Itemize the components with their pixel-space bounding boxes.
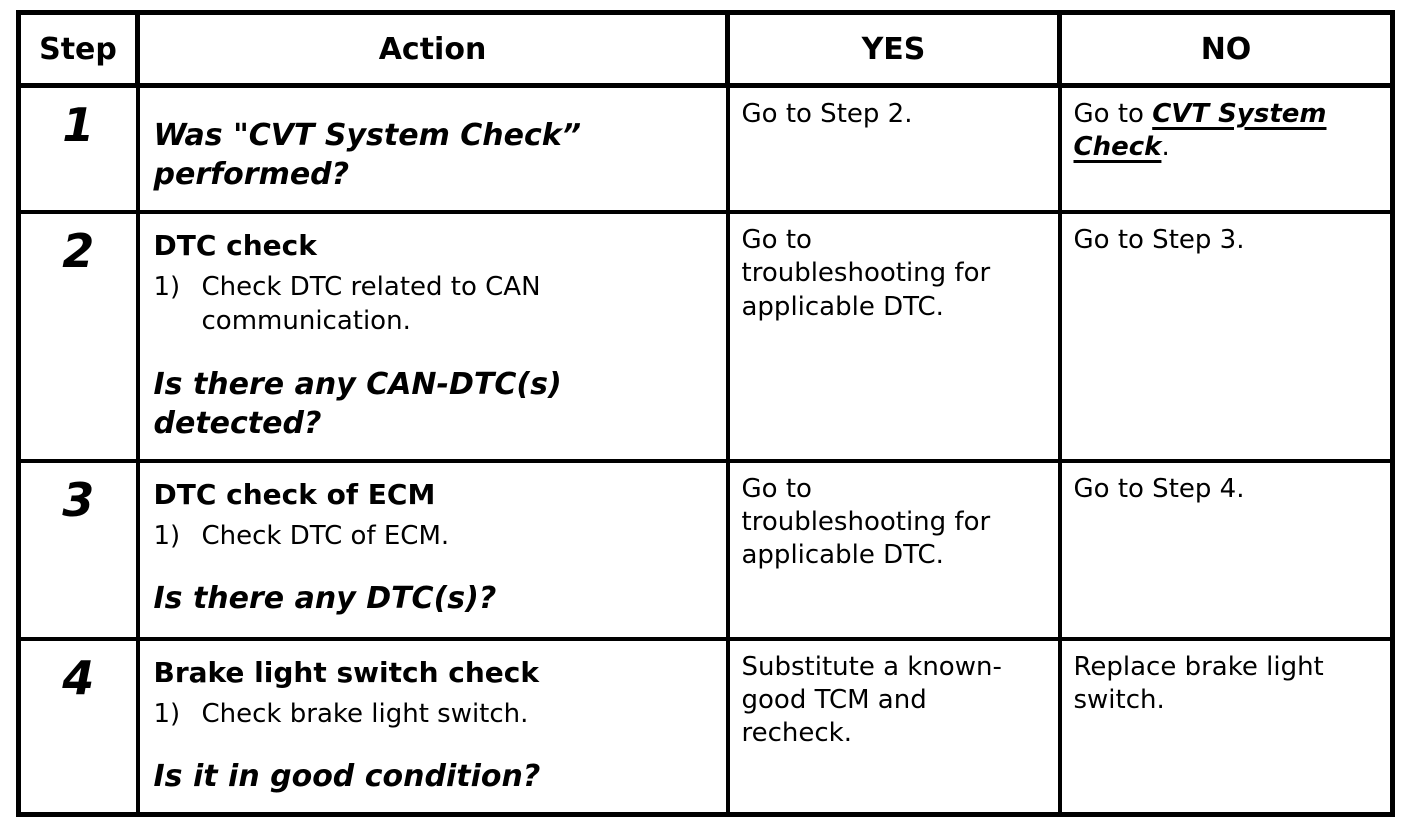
list-item-marker: 1) <box>153 698 181 729</box>
action-cell: DTC check 1) Check DTC related to CAN com… <box>135 210 730 463</box>
no-text: Go to Step 4. <box>1073 473 1245 504</box>
action-list-item: 1) Check brake light switch. <box>154 698 710 732</box>
no-text: Go to CVT System Check. <box>1074 98 1377 165</box>
list-item-text: Check DTC of ECM. <box>201 520 450 551</box>
table-row: 4 Brake light switch check 1) Check brake… <box>16 636 1395 817</box>
list-item-text: Check DTC related to CAN communication. <box>201 272 541 336</box>
action-title: DTC check <box>153 229 317 262</box>
header-no: NO <box>1057 10 1395 88</box>
header-action: Action <box>135 10 730 88</box>
table-row: 2 DTC check 1) Check DTC related to CAN c… <box>16 210 1395 463</box>
yes-text: Substitute a known- good TCM and recheck… <box>741 651 1002 749</box>
action-title: DTC check of ECM <box>153 477 436 511</box>
no-text-prefix: Go to <box>1073 99 1153 129</box>
header-step: Step <box>16 10 140 88</box>
table-row: 1 Was "CVT System Check” performed? Go t… <box>16 83 1395 214</box>
no-text: Go to Step 3. <box>1073 225 1245 255</box>
header-yes: YES <box>725 10 1062 88</box>
yes-cell: Go to troubleshooting for applicable DTC… <box>725 458 1062 641</box>
yes-text: Go to troubleshooting for applicable DTC… <box>741 473 991 571</box>
action-list-item: 1) Check DTC related to CAN communication… <box>154 271 710 339</box>
list-item-marker: 1) <box>153 520 181 551</box>
no-cell: Replace brake light switch. <box>1057 636 1395 817</box>
yes-cell: Substitute a known- good TCM and recheck… <box>725 636 1062 817</box>
step-number: 1 <box>16 83 140 214</box>
step-number: 4 <box>16 636 140 817</box>
yes-cell: Go to troubleshooting for applicable DTC… <box>725 210 1062 463</box>
step-number: 3 <box>16 458 140 641</box>
cvt-system-check-link[interactable]: CVT System Check <box>1073 99 1327 163</box>
action-cell: DTC check of ECM 1) Check DTC of ECM. Is … <box>135 458 730 641</box>
action-question: Was "CVT System Check” performed? <box>153 118 582 192</box>
no-cell: Go to Step 4. <box>1057 458 1395 641</box>
action-question: Is there any CAN-DTC(s) detected? <box>153 366 562 441</box>
table-row: 3 DTC check of ECM 1) Check DTC of ECM. I… <box>16 458 1395 641</box>
yes-text: Go to troubleshooting for applicable DTC… <box>741 225 991 322</box>
list-item-marker: 1) <box>153 272 181 302</box>
yes-cell: Go to Step 2. <box>725 83 1062 214</box>
action-list-item: 1) Check DTC of ECM. <box>154 520 710 554</box>
list-item-text: Check brake light switch. <box>201 698 529 729</box>
yes-text: Go to Step 2. <box>741 99 913 129</box>
header-row: Step Action YES NO <box>16 10 1395 88</box>
no-text: Replace brake light switch. <box>1073 651 1324 715</box>
no-cell: Go to Step 3. <box>1057 210 1395 463</box>
no-text-suffix: . <box>1161 132 1170 163</box>
action-question: Is there any DTC(s)? <box>153 581 497 617</box>
action-title: Brake light switch check <box>153 655 540 689</box>
action-cell: Was "CVT System Check” performed? <box>135 83 730 214</box>
step-number: 2 <box>16 210 140 463</box>
action-cell: Brake light switch check 1) Check brake l… <box>135 636 730 817</box>
action-question: Is it in good condition? <box>153 759 541 795</box>
troubleshooting-table: Step Action YES NO 1 Was "CVT System Che… <box>16 10 1395 818</box>
no-cell: Go to CVT System Check. <box>1057 83 1395 214</box>
